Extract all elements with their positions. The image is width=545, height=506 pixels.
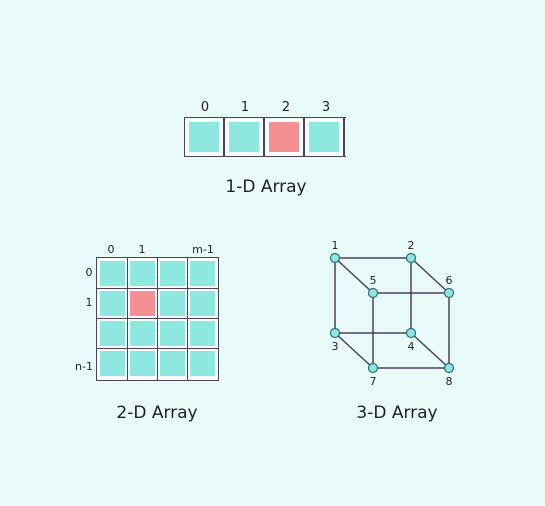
grid-divider bbox=[127, 258, 128, 380]
grid-divider bbox=[97, 318, 218, 319]
grid-cell bbox=[160, 351, 185, 376]
grid-cell bbox=[190, 291, 215, 316]
grid-cell bbox=[130, 261, 155, 286]
cube-node bbox=[405, 252, 417, 264]
grid-cell bbox=[160, 321, 185, 346]
cube-node-label: 5 bbox=[369, 274, 377, 287]
cube-node-label: 2 bbox=[407, 239, 415, 252]
one-d-array bbox=[184, 117, 346, 157]
cube-node-label: 1 bbox=[331, 239, 339, 252]
index-label-2: 2 bbox=[281, 100, 291, 115]
array-cell-2 bbox=[265, 118, 305, 156]
three-d-array-title: 3-D Array bbox=[356, 403, 438, 423]
index-label-3: 3 bbox=[321, 100, 331, 115]
index-label-0: 0 bbox=[200, 100, 210, 115]
grid-cell bbox=[160, 291, 185, 316]
two-d-array-title: 2-D Array bbox=[116, 403, 198, 423]
row-label-n-1: n-1 bbox=[75, 360, 93, 373]
grid-cell bbox=[130, 321, 155, 346]
cube-node bbox=[329, 252, 341, 264]
cell-fill bbox=[189, 122, 219, 152]
cube-node bbox=[367, 287, 379, 299]
cube-node bbox=[329, 327, 341, 339]
cube-node-label: 8 bbox=[445, 375, 453, 388]
col-label-m-1: m-1 bbox=[192, 243, 214, 256]
grid-divider bbox=[97, 288, 218, 289]
grid-divider bbox=[97, 348, 218, 349]
cube-node bbox=[443, 287, 455, 299]
grid-cell bbox=[190, 321, 215, 346]
grid-cell bbox=[190, 261, 215, 286]
cube-edge bbox=[410, 332, 450, 369]
array-cell-0 bbox=[185, 118, 225, 156]
cube-node-label: 7 bbox=[369, 375, 377, 388]
cell-fill bbox=[229, 122, 259, 152]
grid-cell bbox=[100, 321, 125, 346]
grid-cell bbox=[190, 351, 215, 376]
col-label-1: 1 bbox=[138, 243, 146, 256]
cube-node bbox=[367, 362, 379, 374]
grid-cell bbox=[100, 291, 125, 316]
grid-divider bbox=[187, 258, 188, 380]
index-label-1: 1 bbox=[240, 100, 250, 115]
two-d-array bbox=[96, 257, 219, 381]
grid-cell bbox=[160, 261, 185, 286]
grid-cell bbox=[130, 291, 155, 316]
cube-edge bbox=[410, 257, 450, 294]
cell-fill bbox=[309, 122, 339, 152]
cube-edge bbox=[334, 332, 374, 369]
cube-node bbox=[405, 327, 417, 339]
cell-fill bbox=[269, 122, 299, 152]
cube-node-label: 3 bbox=[331, 340, 339, 353]
row-label-1: 1 bbox=[85, 296, 93, 309]
array-cell-1 bbox=[225, 118, 265, 156]
grid-cell bbox=[100, 351, 125, 376]
array-cell-3 bbox=[305, 118, 345, 156]
cube-edge bbox=[334, 257, 374, 294]
grid-divider bbox=[157, 258, 158, 380]
cube-node-label: 4 bbox=[407, 340, 415, 353]
one-d-array-title: 1-D Array bbox=[225, 177, 307, 197]
cube-node-label: 6 bbox=[445, 274, 453, 287]
cube-node bbox=[443, 362, 455, 374]
row-label-0: 0 bbox=[85, 266, 93, 279]
col-label-0: 0 bbox=[107, 243, 115, 256]
grid-cell bbox=[130, 351, 155, 376]
grid-cell bbox=[100, 261, 125, 286]
